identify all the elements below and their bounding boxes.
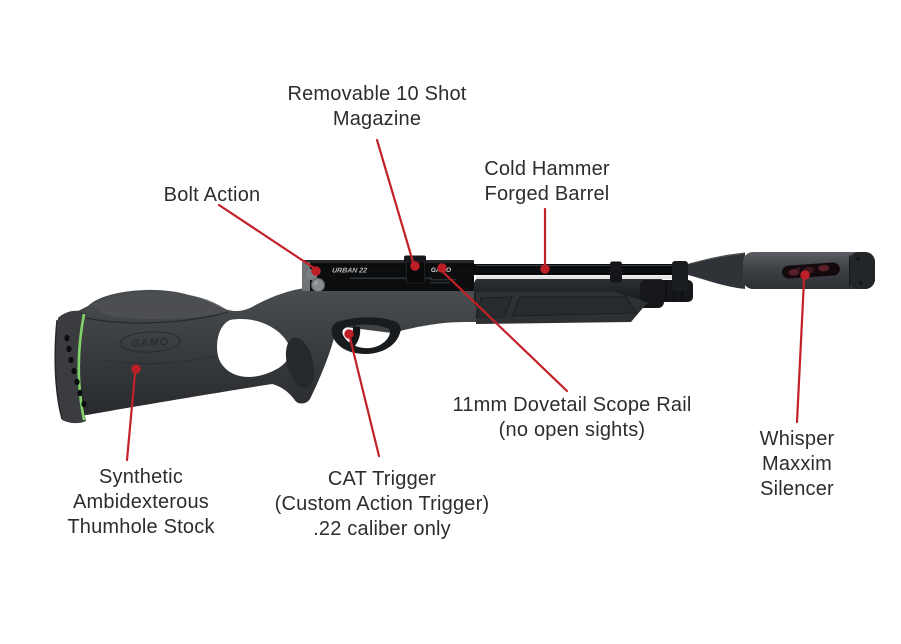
callout-dot-bolt (311, 266, 321, 276)
silencer-cone (688, 252, 745, 289)
receiver-marking-model: URBAN 22 (332, 268, 368, 275)
callout-label-silencer: Whisper Maxxim Silencer (759, 428, 835, 500)
silencer-ports (781, 262, 840, 279)
leader-line-silencer (795, 278, 806, 424)
silencer-body (743, 252, 875, 289)
callout-label-barrel: Cold Hammer Forged Barrel (484, 158, 610, 205)
butt-pad-edge (54, 319, 63, 420)
callout-dot-scope-rail (437, 263, 447, 273)
barrel-cylinder-gap (476, 275, 672, 279)
barrel-band-rear (610, 261, 622, 283)
callout-dot-trigger (344, 329, 354, 339)
thumbhole-cutout (217, 319, 291, 377)
cheek-seam-line (85, 311, 229, 324)
barrel-band-front (672, 261, 688, 291)
forend-panel-front (511, 296, 638, 317)
cheek-piece (92, 292, 230, 320)
callout-label-scope-rail: 11mm Dovetail Scope Rail (no open sights… (452, 394, 692, 441)
callout-dot-silencer (800, 270, 810, 280)
leader-line-scope-rail (442, 271, 569, 393)
callout-label-stock: Synthetic Ambidexterous Thumhole Stock (67, 466, 215, 538)
leader-lines (125, 138, 806, 462)
callout-label-bolt-action: Bolt Action (163, 184, 261, 206)
callout-label-magazine: Removable 10 Shot Magazine (287, 83, 467, 130)
leader-line-trigger (348, 336, 381, 458)
stock-logo-text: GAMO (131, 336, 170, 350)
dovetail-scope-rail (303, 260, 474, 263)
receiver: URBAN 22 GAMO (303, 260, 474, 291)
leader-line-stock (125, 371, 137, 462)
stock-green-stripe (77, 313, 86, 421)
callout-dot-stock (131, 364, 141, 374)
leader-line-magazine (375, 138, 415, 264)
butt-pad-vent-holes (64, 334, 87, 408)
stock-logo: GAMO (119, 331, 181, 353)
callout-dot-magazine (410, 261, 420, 271)
callout-label-trigger: CAT Trigger (Custom Action Trigger) .22 … (274, 468, 490, 540)
trigger-guard (331, 317, 401, 354)
callout-dots (131, 261, 810, 374)
leader-line-bolt (217, 203, 316, 270)
callout-dot-barrel (540, 264, 550, 274)
barrel (474, 264, 690, 275)
grip-inset-panel (285, 337, 315, 389)
silencer-cone-highlight (688, 253, 745, 265)
